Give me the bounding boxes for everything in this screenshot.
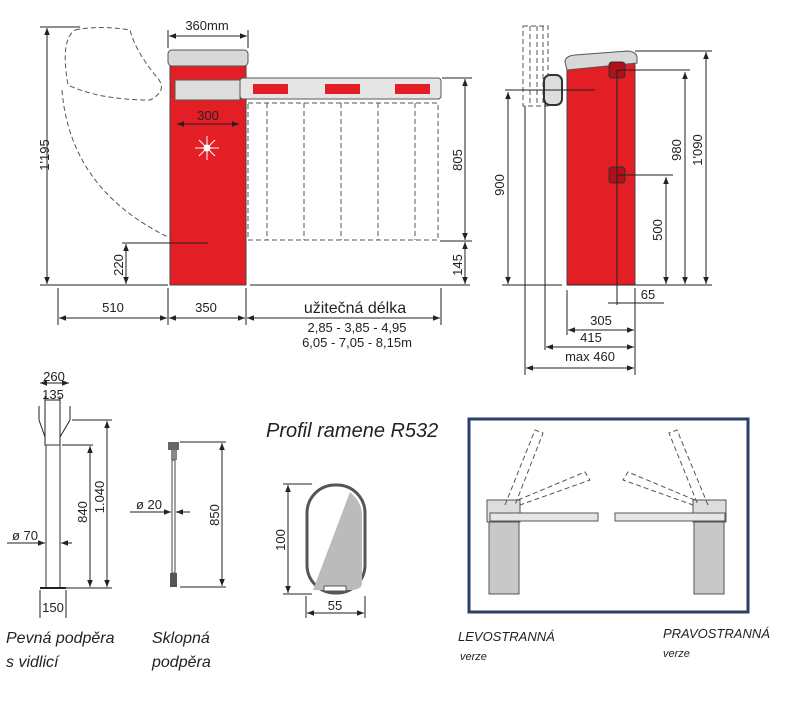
arm-stripe: [325, 84, 360, 94]
side-view: 900 500 980 1'090 65 305 415 max 460: [492, 25, 712, 375]
cabinet: [169, 64, 247, 286]
dim-width-top: 360mm: [185, 18, 228, 33]
dim-840: 840: [75, 501, 90, 523]
dim-dia-70: ø 70: [12, 528, 38, 543]
dim-height-low: 145: [450, 254, 465, 276]
fixed-support-caption: Pevná podpěra: [6, 630, 115, 647]
dim-135: 135: [42, 387, 64, 402]
dim-1040: 1.040: [92, 481, 107, 514]
dim-900: 900: [492, 174, 507, 196]
swing-cover-outline: [64, 27, 162, 101]
dim-dia-20: ø 20: [136, 497, 162, 512]
dim-height-arm: 805: [450, 149, 465, 171]
folding-support-caption: Sklopná: [152, 630, 210, 647]
fixed-support-caption-2: s vidlicí: [6, 654, 60, 671]
swing-arc: [61, 89, 206, 244]
left-version-label: LEVOSTRANNÁ: [458, 629, 555, 644]
dim-cabinet-width: 350: [195, 300, 217, 315]
dim-dist-left: 510: [102, 300, 124, 315]
arm-housing: [174, 79, 241, 101]
dim-305: 305: [590, 313, 612, 328]
dim-500: 500: [650, 219, 665, 241]
arm-stripe: [253, 84, 288, 94]
dim-width-inner: 300: [197, 108, 219, 123]
dim-profile-width: 55: [328, 598, 342, 613]
skirt-outline: [247, 102, 439, 241]
fixed-support: 260 135 1.040 840 ø 70 150 Pevná podpěra…: [6, 369, 115, 671]
dim-65: 65: [641, 287, 655, 302]
useful-length-label: užitečná délka: [304, 300, 406, 317]
dim-height-220: 220: [111, 254, 126, 276]
right-version-label: PRAVOSTRANNÁ: [663, 626, 770, 641]
cabinet-top-cover: [167, 49, 249, 67]
left-version-barrier: [486, 429, 599, 595]
left-version-sub: verze: [460, 651, 487, 663]
dim-height-total: 1'195: [37, 139, 52, 170]
dim-profile-height: 100: [273, 529, 288, 551]
cabinet-side-cover: [564, 50, 638, 71]
versions-panel: LEVOSTRANNÁ verze PRAVOSTRANNÁ verze: [458, 417, 770, 663]
dim-980: 980: [669, 139, 684, 161]
right-version-sub: verze: [663, 648, 690, 660]
useful-lengths-2: 6,05 - 7,05 - 8,15m: [302, 335, 412, 350]
folding-support-caption-2: podpěra: [151, 654, 211, 671]
right-version-barrier: [614, 429, 727, 595]
dim-415: 415: [580, 330, 602, 345]
useful-lengths-1: 2,85 - 3,85 - 4,95: [307, 320, 406, 335]
dim-1090: 1'090: [690, 134, 705, 165]
dim-max-460: max 460: [565, 349, 615, 364]
arm-profile: Profil ramene R532 100 55: [266, 420, 438, 618]
dim-150: 150: [42, 600, 64, 615]
arm-stripe: [395, 84, 430, 94]
front-view: 1'195 360mm 300 805 145 220 510 350 užit…: [37, 18, 472, 350]
folding-support: 850 ø 20 Sklopná podpěra: [130, 441, 226, 671]
dim-850: 850: [207, 504, 222, 526]
profile-title: Profil ramene R532: [266, 420, 438, 442]
dim-260: 260: [43, 369, 65, 384]
flash-light-icon: [195, 136, 219, 160]
